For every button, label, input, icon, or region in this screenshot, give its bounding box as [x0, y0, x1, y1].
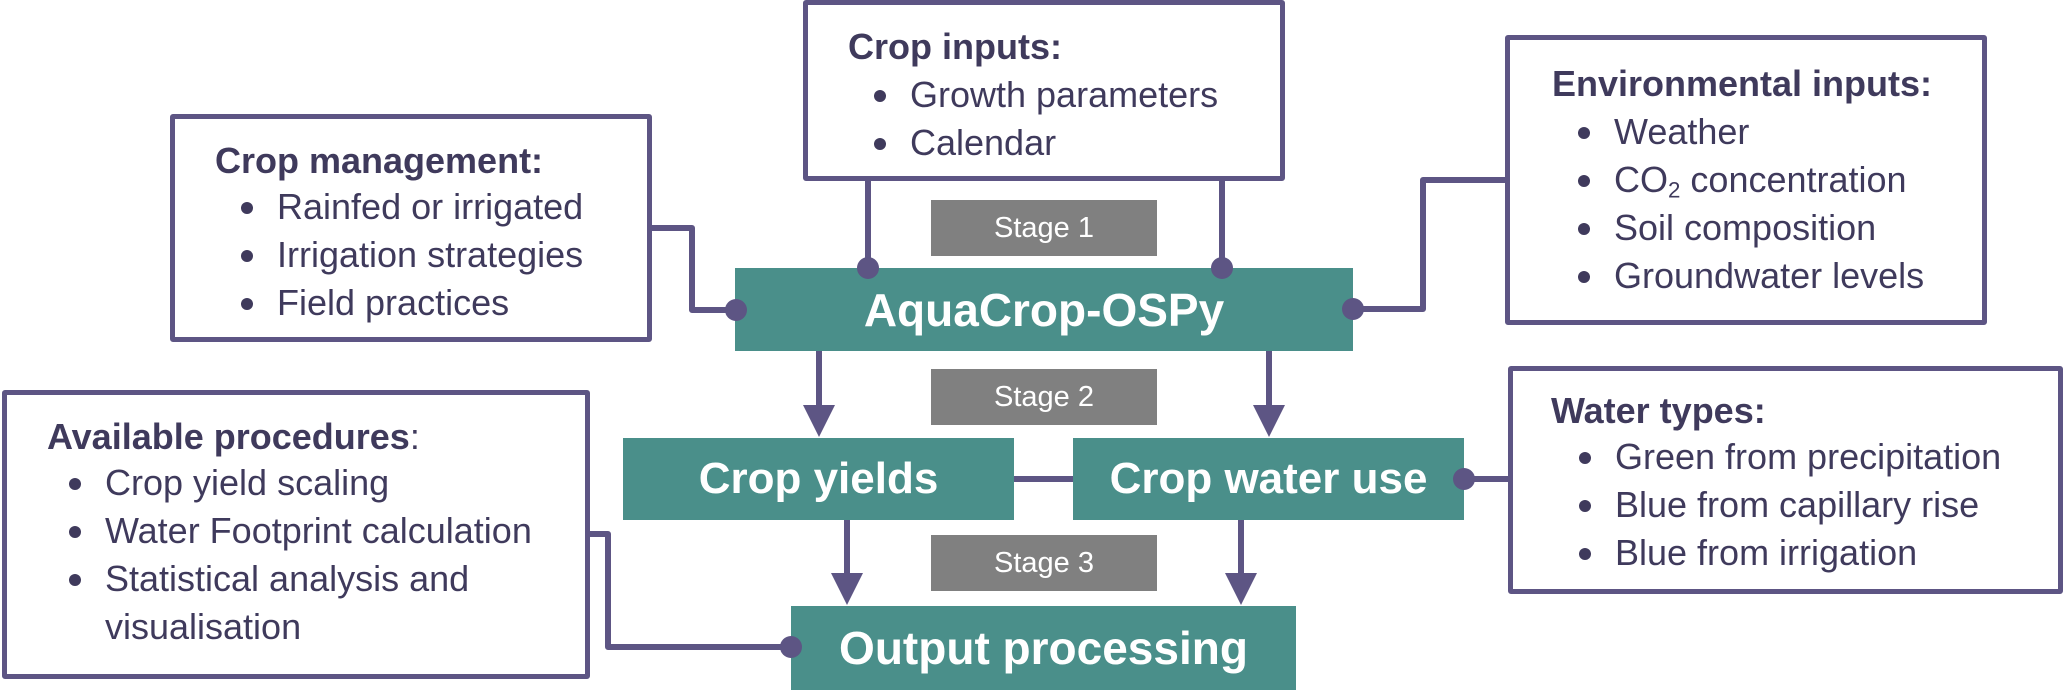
list-item-continuation: visualisation	[105, 606, 302, 647]
bullet-icon	[1578, 223, 1590, 235]
bullet-icon	[1578, 127, 1590, 139]
arrowhead-to-yields	[803, 405, 835, 437]
list-item: Calendar	[870, 119, 1218, 167]
subscript-2: 2	[1668, 177, 1681, 203]
list-item: Soil composition	[1574, 204, 1924, 252]
water-types-list: Green from precipitation Blue from capil…	[1575, 433, 2001, 577]
arrowhead-to-water-use	[1253, 405, 1285, 437]
connector-crop-management	[651, 225, 736, 313]
water-types-box: Water types: Green from precipitation Bl…	[1508, 366, 2063, 594]
stage-2-label: Stage 2	[931, 369, 1157, 425]
list-item: Irrigation strategies	[237, 231, 583, 279]
model-node: AquaCrop-OSPy	[735, 268, 1353, 351]
list-item: Weather	[1574, 108, 1924, 156]
output-processing-node: Output processing	[791, 606, 1296, 690]
bullet-icon	[241, 250, 253, 262]
crop-water-use-node: Crop water use	[1073, 438, 1464, 520]
list-item: Blue from irrigation	[1575, 529, 2001, 577]
environmental-inputs-title: Environmental inputs:	[1552, 63, 1933, 104]
list-item: Blue from capillary rise	[1575, 481, 2001, 529]
environmental-inputs-box: Environmental inputs: Weather CO2 concen…	[1505, 35, 1987, 325]
crop-management-list: Rainfed or irrigated Irrigation strategi…	[237, 183, 583, 327]
bullet-icon	[241, 298, 253, 310]
bullet-icon	[1579, 548, 1591, 560]
water-types-title: Water types:	[1551, 390, 1766, 431]
available-procedures-title: Available procedures:	[47, 416, 420, 457]
available-procedures-box: Available procedures: Crop yield scaling…	[2, 390, 590, 679]
list-item: Water Footprint calculation	[65, 507, 532, 555]
bullet-icon	[69, 526, 81, 538]
connector-environmental	[1353, 177, 1507, 312]
list-item: Groundwater levels	[1574, 252, 1924, 300]
list-item: Crop yield scaling	[65, 459, 532, 507]
crop-inputs-list: Growth parameters Calendar	[870, 71, 1218, 167]
list-item: Rainfed or irrigated	[237, 183, 583, 231]
available-procedures-list: Crop yield scaling Water Footprint calcu…	[65, 459, 532, 651]
bullet-icon	[1578, 175, 1590, 187]
bullet-icon	[241, 202, 253, 214]
bullet-icon	[69, 574, 81, 586]
bullet-icon	[1579, 452, 1591, 464]
list-item: Green from precipitation	[1575, 433, 2001, 481]
bullet-icon	[1579, 500, 1591, 512]
bullet-icon	[874, 138, 886, 150]
crop-management-box: Crop management: Rainfed or irrigated Ir…	[170, 114, 652, 342]
arrowhead-yields-to-output	[831, 573, 863, 605]
list-item: Growth parameters	[870, 71, 1218, 119]
stage-1-label: Stage 1	[931, 200, 1157, 256]
list-item: CO2 concentration	[1574, 156, 1924, 204]
bullet-icon	[874, 90, 886, 102]
environmental-inputs-list: Weather CO2 concentration Soil compositi…	[1574, 108, 1924, 300]
list-item: Field practices	[237, 279, 583, 327]
list-item: Statistical analysis and	[65, 555, 532, 603]
arrowhead-water-use-to-output	[1225, 573, 1257, 605]
crop-inputs-box: Crop inputs: Growth parameters Calendar	[803, 0, 1285, 181]
bullet-icon	[1578, 271, 1590, 283]
bullet-icon	[69, 478, 81, 490]
crop-management-title: Crop management:	[215, 140, 544, 181]
crop-yields-node: Crop yields	[623, 438, 1014, 520]
stage-3-label: Stage 3	[931, 535, 1157, 591]
crop-inputs-title: Crop inputs:	[848, 26, 1062, 67]
connector-procedures	[589, 531, 791, 650]
